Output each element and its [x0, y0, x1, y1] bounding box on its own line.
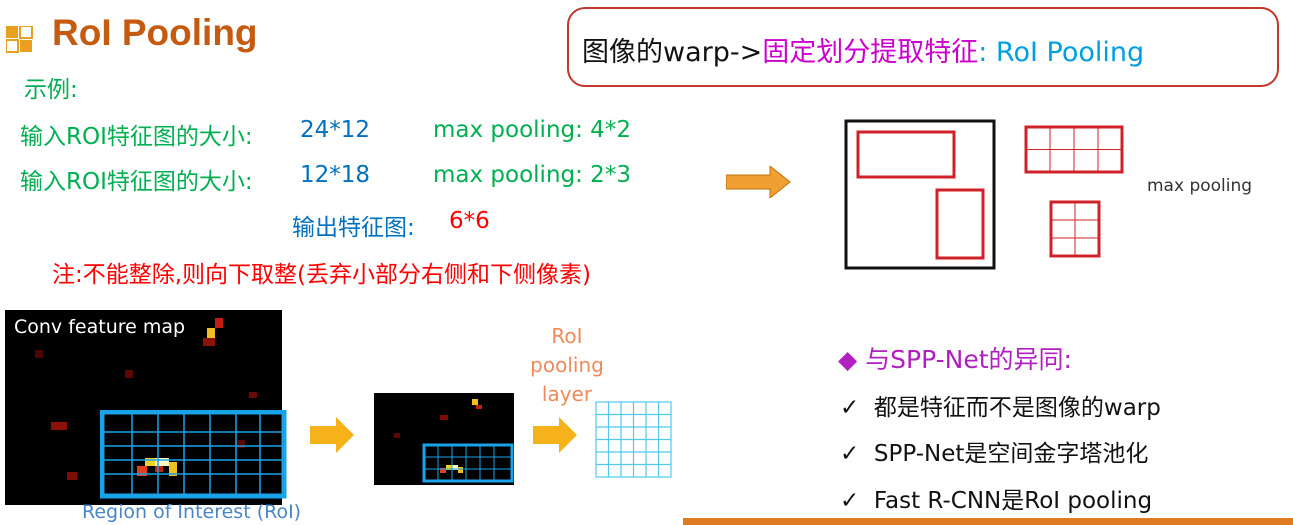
spp-item-text: Fast R-CNN是RoI pooling — [873, 488, 1153, 514]
row1-input-size: 24*12 — [300, 117, 371, 143]
callout-text: 图像的warp->固定划分提取特征: RoI Pooling — [582, 30, 1144, 69]
check-icon: ✓ — [840, 488, 860, 514]
pooled-grid-4x2 — [1024, 125, 1124, 174]
orange-right-arrow-icon — [726, 166, 791, 198]
row1-pool-label: max pooling: 4*2 — [433, 117, 631, 143]
pooled-output-grid — [595, 401, 672, 478]
check-icon: ✓ — [840, 395, 860, 421]
roi-pooling-line1: RoI — [551, 324, 583, 348]
roi-pooling-line3: layer — [541, 382, 593, 406]
row1-input-label: 输入ROI特征图的大小: — [20, 124, 253, 150]
roi-pooling-line2: pooling — [530, 353, 604, 377]
roi-box-small — [935, 188, 985, 260]
spp-item-text: 都是特征而不是图像的warp — [873, 395, 1161, 421]
spp-item-1: ✓ 都是特征而不是图像的warp — [840, 388, 1161, 422]
max-pooling-diagram — [844, 119, 1124, 270]
example-label: 示例: — [24, 77, 78, 103]
row2-input-size: 12*18 — [300, 162, 371, 188]
callout-part2: 固定划分提取特征 — [762, 37, 979, 68]
footer-bar — [683, 518, 1293, 525]
check-icon: ✓ — [840, 441, 860, 467]
callout-box — [567, 7, 1279, 87]
max-pooling-label: max pooling — [1147, 176, 1253, 196]
slide-title: RoI Pooling — [52, 12, 258, 53]
roi-box-large — [856, 130, 956, 179]
rounding-note: 注:不能整除,则向下取整(丢弃小部分右侧和下侧像素) — [52, 262, 592, 288]
cropped-feature-map — [374, 393, 514, 485]
callout-part3: : RoI Pooling — [978, 37, 1145, 68]
yellow-right-arrow-icon — [310, 417, 354, 453]
slide-logo-icon — [6, 26, 33, 53]
row2-pool-label: max pooling: 2*3 — [433, 162, 631, 188]
spp-item-text: SPP-Net是空间金字塔池化 — [873, 441, 1149, 467]
callout-part1: 图像的warp-> — [582, 37, 763, 68]
output-label: 输出特征图: — [292, 215, 415, 241]
roi-caption: Region of Interest (RoI) — [82, 501, 302, 523]
yellow-right-arrow-icon — [533, 417, 577, 453]
roi-grid-large — [100, 410, 287, 499]
conv-feature-map-label: Conv feature map — [14, 316, 186, 338]
input-feature-box — [844, 119, 996, 270]
roi-pooling-layer-label: RoI pooling layer — [522, 322, 612, 409]
spp-item-2: ✓ SPP-Net是空间金字塔池化 — [840, 434, 1148, 468]
pooled-grid-2x3 — [1049, 200, 1101, 258]
row2-input-label: 输入ROI特征图的大小: — [20, 169, 253, 195]
spp-heading: ◆ 与SPP-Net的异同: — [838, 345, 1072, 374]
spp-item-3: ✓ Fast R-CNN是RoI pooling — [840, 481, 1152, 515]
output-size: 6*6 — [449, 208, 490, 234]
